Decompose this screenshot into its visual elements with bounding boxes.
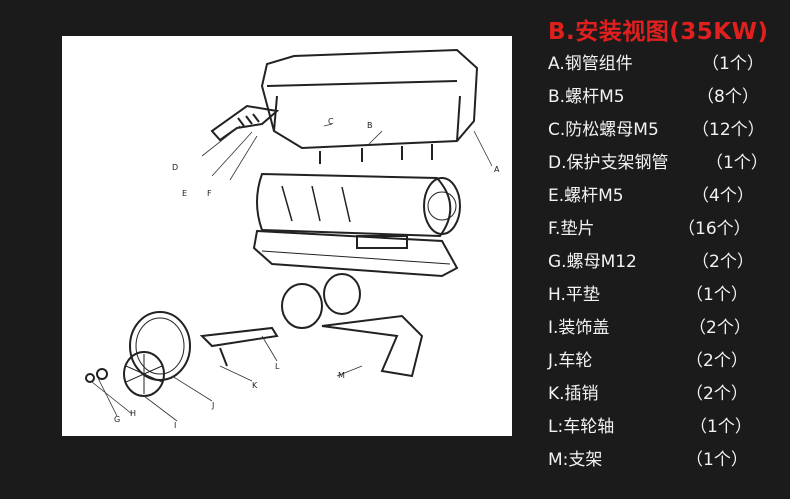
lock-pin bbox=[219, 347, 228, 367]
part-item-c: C.防松螺母M5 （12个） bbox=[548, 118, 788, 151]
part-name: I.装饰盖 bbox=[548, 318, 610, 338]
part-name: J.车轮 bbox=[548, 351, 593, 371]
callout-c: C bbox=[328, 117, 334, 126]
callout-l: L bbox=[275, 362, 280, 371]
callout-h: H bbox=[130, 409, 136, 418]
wheel-axle bbox=[199, 326, 279, 348]
protective-bracket-tube bbox=[210, 104, 280, 142]
nut-m12 bbox=[96, 368, 108, 380]
part-name: E.螺杆M5 bbox=[548, 186, 624, 206]
part-quantity: （1个） bbox=[690, 417, 752, 437]
part-name: A.钢管组件 bbox=[548, 54, 633, 74]
callout-i: I bbox=[174, 421, 176, 430]
part-item-i: I.装饰盖 （2个） bbox=[548, 316, 788, 349]
front-wheel bbox=[129, 311, 191, 381]
part-quantity: （2个） bbox=[686, 384, 748, 404]
part-quantity: （1个） bbox=[706, 153, 768, 173]
callout-f: F bbox=[207, 189, 212, 198]
part-quantity: （1个） bbox=[686, 285, 748, 305]
assembly-drawing: A B C D E F G H I J K L M bbox=[85, 48, 500, 430]
part-item-a: A.钢管组件 （1个） bbox=[548, 52, 788, 85]
part-item-j: J.车轮 （2个） bbox=[548, 349, 788, 382]
part-item-f: F.垫片 （16个） bbox=[548, 217, 788, 250]
callout-j: J bbox=[211, 401, 214, 410]
stand bbox=[321, 314, 424, 378]
part-quantity: （4个） bbox=[692, 186, 754, 206]
part-quantity: （2个） bbox=[686, 351, 748, 371]
part-quantity: （2个） bbox=[692, 252, 754, 272]
flat-washer bbox=[85, 373, 95, 383]
part-quantity: （8个） bbox=[697, 87, 759, 107]
part-name: C.防松螺母M5 bbox=[548, 120, 659, 140]
part-name: F.垫片 bbox=[548, 219, 595, 239]
callout-e: E bbox=[182, 189, 187, 198]
part-item-b: B.螺杆M5 （8个） bbox=[548, 85, 788, 118]
part-quantity: （12个） bbox=[692, 120, 765, 140]
parts-list: A.钢管组件 （1个） B.螺杆M5 （8个） C.防松螺母M5 （12个） D.保护… bbox=[548, 52, 788, 481]
exploded-assembly-diagram: A B C D E F G H I J K L M bbox=[62, 36, 512, 436]
part-quantity: （16个） bbox=[678, 219, 751, 239]
callout-k: K bbox=[252, 381, 258, 390]
callout-m: M bbox=[338, 371, 345, 380]
part-name: D.保护支架钢管 bbox=[548, 153, 669, 173]
callout-g: G bbox=[114, 415, 120, 424]
part-name: B.螺杆M5 bbox=[548, 87, 625, 107]
part-item-m: M:支架 （1个） bbox=[548, 448, 788, 481]
callout-a: A bbox=[494, 165, 500, 174]
steel-tube-frame bbox=[260, 48, 479, 150]
part-quantity: （1个） bbox=[702, 54, 764, 74]
heater-body bbox=[256, 172, 461, 238]
callout-b: B bbox=[367, 121, 373, 130]
part-name: M:支架 bbox=[548, 450, 603, 470]
part-quantity: （1个） bbox=[686, 450, 748, 470]
part-quantity: （2个） bbox=[689, 318, 751, 338]
part-name: H.平垫 bbox=[548, 285, 600, 305]
part-name: K.插销 bbox=[548, 384, 599, 404]
part-item-e: E.螺杆M5 （4个） bbox=[548, 184, 788, 217]
installation-view-title: B.安装视图(35KW) bbox=[548, 19, 769, 45]
part-item-l: L:车轮轴 （1个） bbox=[548, 415, 788, 448]
part-item-h: H.平垫 （1个） bbox=[548, 283, 788, 316]
part-name: L:车轮轴 bbox=[548, 417, 615, 437]
part-item-g: G.螺母M12 （2个） bbox=[548, 250, 788, 283]
rear-wheel bbox=[281, 273, 361, 329]
part-item-d: D.保护支架钢管 （1个） bbox=[548, 151, 788, 184]
part-item-k: K.插销 （2个） bbox=[548, 382, 788, 415]
part-name: G.螺母M12 bbox=[548, 252, 637, 272]
fuel-tank-base bbox=[252, 229, 459, 278]
callout-d: D bbox=[172, 163, 178, 172]
